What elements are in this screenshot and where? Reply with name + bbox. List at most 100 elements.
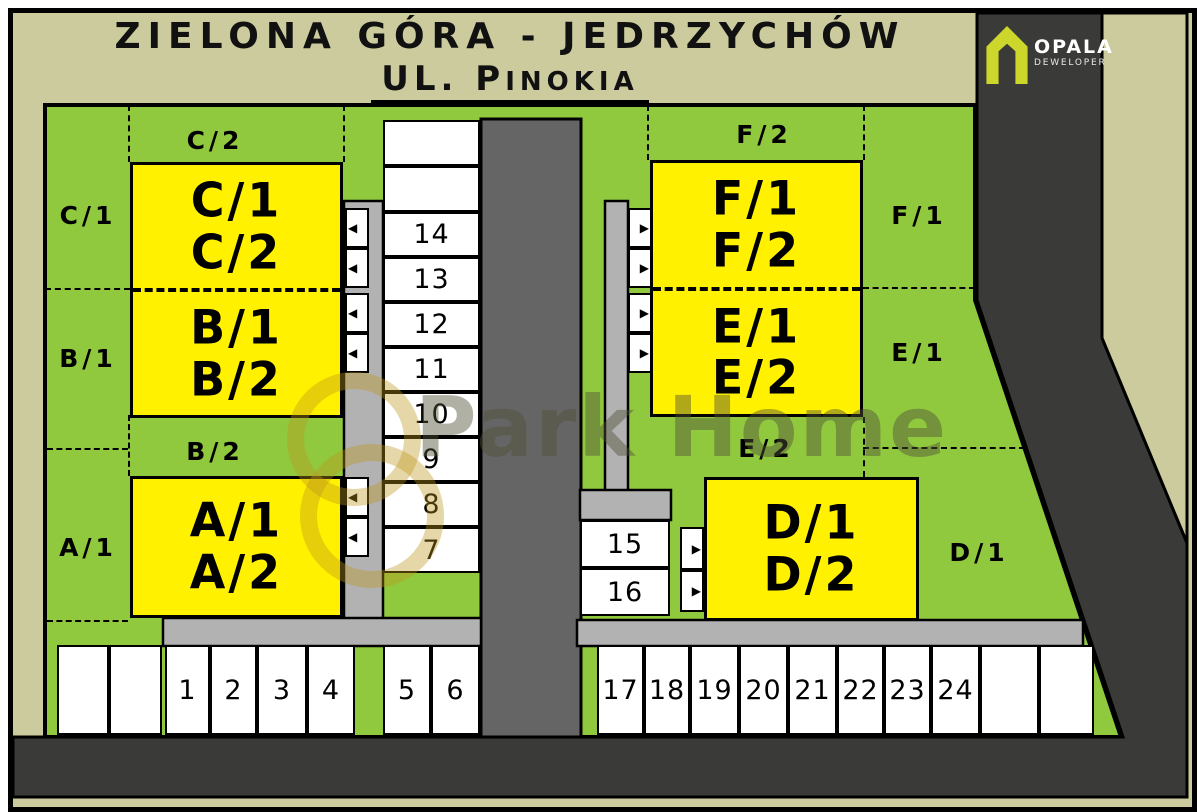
- parking-stall-2: 2: [210, 645, 257, 735]
- plot-line-ab: [47, 448, 128, 450]
- arrow-left-icon: ◀: [348, 346, 358, 360]
- garage-entry-b2: ◀: [345, 333, 369, 373]
- building-d-label-1: D/1: [763, 494, 860, 551]
- plot-label-c1: C/1: [59, 201, 117, 230]
- parking-stall: [109, 645, 162, 735]
- building-e-unit: E/1 E/2: [653, 291, 860, 415]
- garage-entry-d2: ▶: [680, 570, 704, 612]
- arrow-left-icon: ◀: [348, 306, 358, 320]
- arrow-right-icon: ▶: [639, 346, 649, 360]
- plot-label-e2: E/2: [738, 434, 794, 463]
- parking-stall-19: 19: [690, 645, 739, 735]
- developer-logo-house-icon: [986, 26, 1028, 84]
- parking-stall-16: 16: [580, 568, 670, 616]
- parking-stall-11: 11: [383, 347, 480, 392]
- plot-label-b1: B/1: [59, 344, 117, 373]
- plot-line-bc: [45, 288, 130, 290]
- street-name-prefix: UL. P: [381, 59, 506, 99]
- parking-stall: [383, 120, 480, 166]
- garage-entry-b1: ◀: [345, 293, 369, 333]
- arrow-right-icon: ▶: [639, 306, 649, 320]
- plot-line-a-bottom: [47, 620, 128, 622]
- building-d-unit: D/1 D/2: [707, 480, 916, 618]
- building-cb: C/1 C/2 B/1 B/2: [130, 162, 343, 418]
- parking-stall-20: 20: [739, 645, 788, 735]
- building-d: D/1 D/2: [704, 477, 919, 621]
- plot-line-c2-right: [343, 105, 345, 162]
- plot-label-b2: B/2: [186, 437, 244, 466]
- garage-entry-c1: ◀: [345, 208, 369, 248]
- parking-stall-15: 15: [580, 520, 670, 568]
- garage-entry-f2: ▶: [628, 248, 652, 288]
- plot-label-f2: F/2: [736, 120, 792, 149]
- parking-stall: [383, 166, 480, 212]
- parking-stall-12: 12: [383, 302, 480, 347]
- parking-stall-4: 4: [307, 645, 355, 735]
- parking-stall-14: 14: [383, 212, 480, 257]
- parking-stall-13: 13: [383, 257, 480, 302]
- building-a-label-1: A/1: [189, 492, 284, 549]
- building-e-label-1: E/1: [711, 298, 802, 354]
- plot-line-fe-right-top: [863, 105, 865, 160]
- parking-stall-22: 22: [837, 645, 884, 735]
- arrow-left-icon: ◀: [348, 261, 358, 275]
- building-b-label-1: B/1: [190, 299, 283, 355]
- plan-title-block: ZIELONA GÓRA - JEDRZYCHÓW UL. PINOKIA: [45, 16, 975, 104]
- driveway-right-bottom: [575, 618, 1085, 648]
- parking-stall-6: 6: [431, 645, 480, 735]
- parking-stall-1: 1: [165, 645, 210, 735]
- parking-stall-3: 3: [257, 645, 307, 735]
- parking-stall: [980, 645, 1039, 735]
- building-c-label-1: C/1: [190, 172, 283, 228]
- arrow-right-icon: ▶: [691, 584, 701, 598]
- parking-stall: [1039, 645, 1094, 735]
- building-c-unit: C/1 C/2: [133, 165, 340, 292]
- driveway-left-bottom: [161, 616, 483, 648]
- developer-logo-name: OPALA: [1034, 36, 1114, 58]
- watermark-text: Park Home: [415, 378, 949, 476]
- plot-label-e1: E/1: [891, 338, 947, 367]
- parking-stall-21: 21: [788, 645, 837, 735]
- building-c-label-2: C/2: [190, 223, 283, 280]
- street-name: UL. PINOKIA: [371, 59, 649, 104]
- building-d-label-2: D/2: [763, 546, 860, 602]
- building-b-label-2: B/2: [190, 350, 283, 407]
- plot-label-f1: F/1: [891, 201, 947, 230]
- building-e-label-2: E/2: [711, 349, 802, 405]
- plot-label-a1: A/1: [59, 533, 117, 562]
- parking-stall-17: 17: [597, 645, 644, 735]
- arrow-left-icon: ◀: [348, 221, 358, 235]
- parking-stall-23: 23: [884, 645, 931, 735]
- parking-stall-18: 18: [644, 645, 690, 735]
- building-b-unit: B/1 B/2: [133, 292, 340, 415]
- garage-entry-f1: ▶: [628, 208, 652, 248]
- plot-label-c2: C/2: [186, 126, 244, 155]
- building-f-unit: F/1 F/2: [653, 163, 860, 291]
- plot-line-c2-left: [128, 105, 130, 162]
- plot-line-fe: [863, 287, 975, 289]
- plan-title: ZIELONA GÓRA - JEDRZYCHÓW: [114, 16, 906, 57]
- building-f-label-2: F/2: [711, 222, 802, 278]
- arrow-right-icon: ▶: [691, 541, 701, 556]
- building-a-unit: A/1 A/2: [133, 479, 340, 615]
- arrow-right-icon: ▶: [639, 261, 649, 275]
- garage-entry-e2: ▶: [628, 333, 652, 373]
- plot-line-f2-left: [647, 105, 649, 160]
- parking-stall: [57, 645, 109, 735]
- arrow-right-icon: ▶: [639, 221, 649, 235]
- garage-entry-e1: ▶: [628, 293, 652, 333]
- plot-line-b2-left: [128, 415, 130, 476]
- street-name-rest: INOKIA: [505, 67, 639, 97]
- developer-logo-subtitle: DEWELOPER: [1034, 58, 1107, 68]
- building-a-label-2: A/2: [189, 544, 284, 600]
- plot-label-d1: D/1: [949, 538, 1009, 567]
- building-fe: F/1 F/2 E/1 E/2: [650, 160, 863, 417]
- parking-stall-24: 24: [931, 645, 980, 735]
- tan-wedge: [1100, 11, 1189, 544]
- garage-entry-d1: ▶: [680, 527, 704, 570]
- garage-entry-c2: ◀: [345, 248, 369, 288]
- driveway-spots-block: [578, 488, 673, 522]
- parking-stall-5: 5: [383, 645, 431, 735]
- building-f-label-1: F/1: [711, 170, 802, 226]
- plot-line-ed: [863, 447, 1025, 449]
